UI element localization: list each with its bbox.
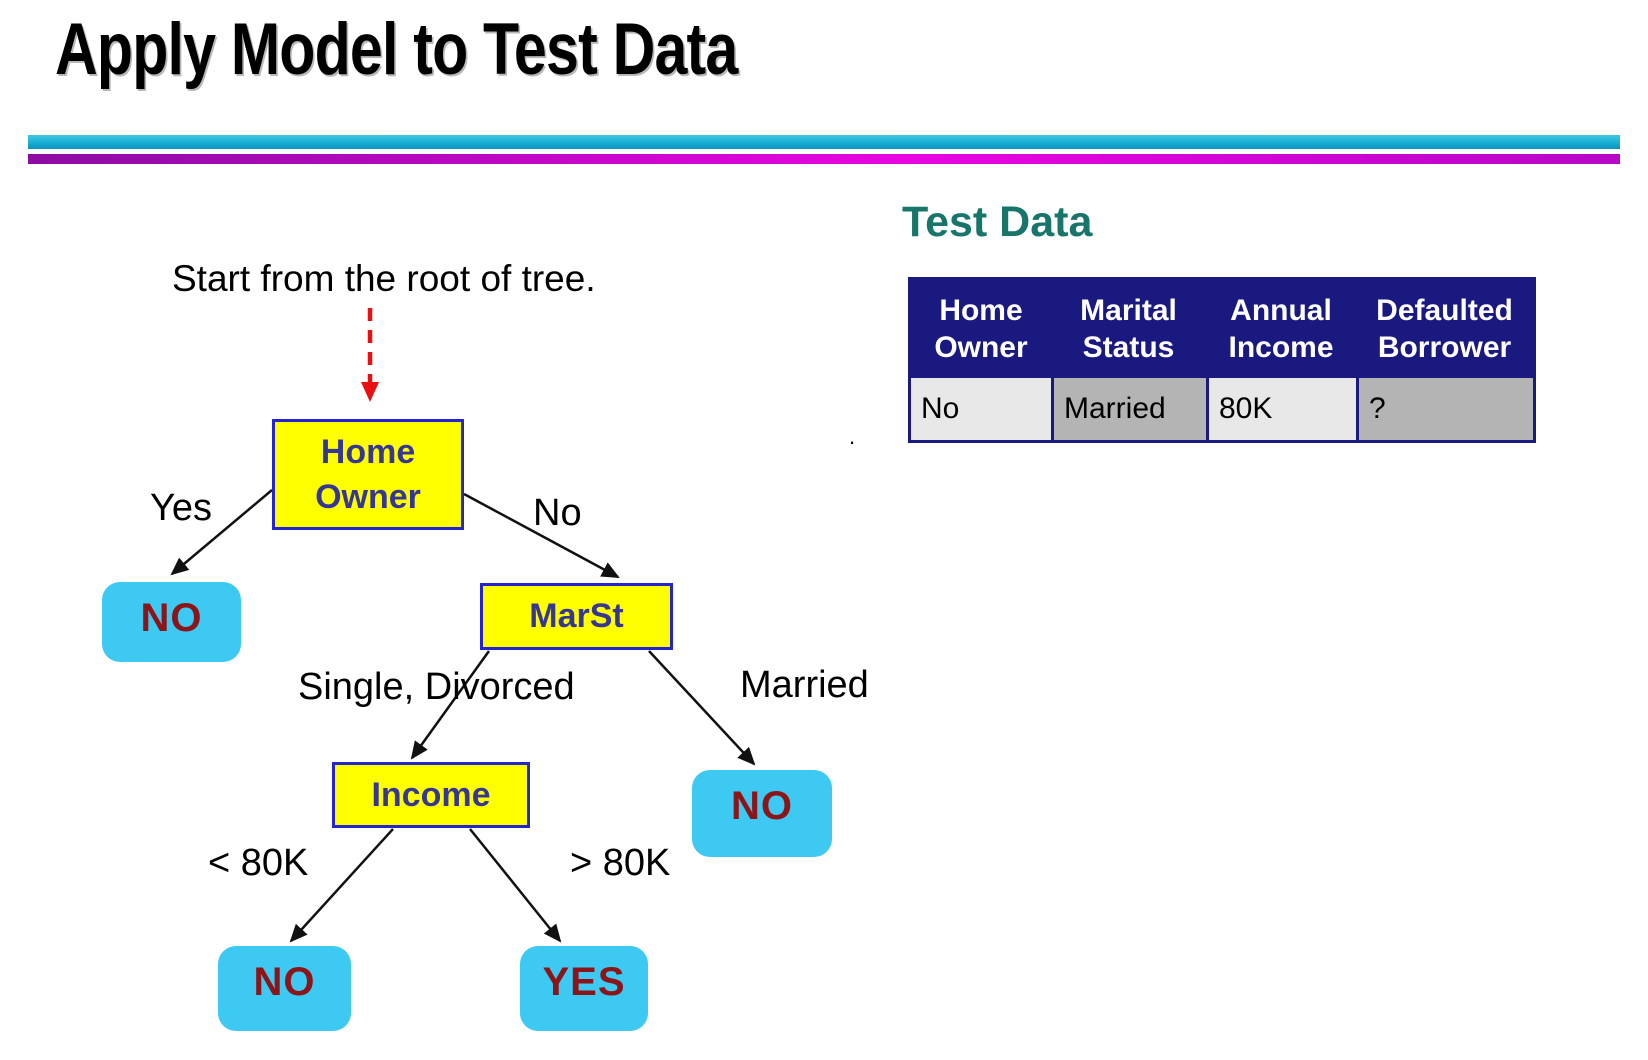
node-income-label: Income	[371, 775, 491, 814]
column-header-home-owner: Home Owner	[934, 294, 1028, 364]
leaf-no-married-branch-label: NO	[731, 784, 793, 828]
leaf-no-lt-80k-branch: NO	[218, 946, 351, 1031]
cell-marital-status: Married	[1051, 378, 1206, 440]
leaf-no-yes-branch: NO	[102, 582, 241, 662]
edge-line-married	[648, 650, 756, 766]
edge-label-single-divorced: Single, Divorced	[298, 666, 575, 708]
leaf-no-lt-80k-branch-label: NO	[253, 960, 316, 1004]
node-home-owner: Home Owner	[272, 419, 464, 530]
cell-annual-income: 80K	[1206, 378, 1356, 440]
leaf-yes-gt-80k-branch: YES	[520, 946, 648, 1031]
test-data-table: Home Owner Marital Status Annual Income …	[908, 277, 1536, 443]
test-data-heading: Test Data	[902, 198, 1093, 246]
table-row: No Married 80K ?	[911, 378, 1533, 440]
node-income: Income	[332, 762, 530, 828]
page-title: Apply Model to Test Data	[55, 9, 738, 90]
instruction-text: Start from the root of tree.	[172, 258, 596, 299]
cell-defaulted-borrower: ?	[1356, 378, 1533, 440]
title-divider-magenta	[28, 154, 1620, 164]
edge-label-no: No	[533, 492, 582, 534]
column-header-defaulted-borrower: Defaulted Borrower	[1376, 294, 1513, 364]
edge-label-married: Married	[740, 664, 869, 706]
node-home-owner-label: Home Owner	[315, 432, 421, 516]
edge-line-gt-80k	[469, 828, 562, 943]
leaf-no-yes-branch-label: NO	[140, 596, 203, 640]
cell-home-owner: No	[911, 378, 1051, 440]
test-data-table-header: Home Owner Marital Status Annual Income …	[911, 280, 1533, 378]
edge-label-lt-80k: < 80K	[208, 842, 309, 884]
node-marst: MarSt	[480, 583, 673, 650]
leaf-no-married-branch: NO	[692, 770, 832, 857]
edge-label-gt-80k: > 80K	[570, 842, 671, 884]
stray-period-mark: .	[849, 424, 856, 449]
title-divider-cyan	[28, 135, 1620, 149]
leaf-yes-gt-80k-branch-label: YES	[542, 960, 626, 1004]
node-marst-label: MarSt	[529, 597, 624, 636]
column-header-marital-status: Marital Status	[1080, 294, 1177, 364]
column-header-annual-income: Annual Income	[1228, 294, 1334, 364]
edge-label-yes: Yes	[150, 487, 212, 529]
